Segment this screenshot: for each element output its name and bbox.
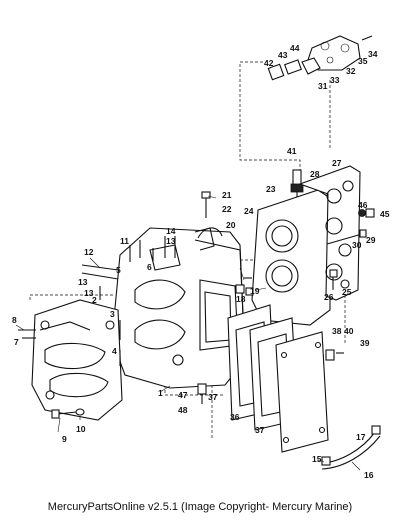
callout-12: 12 [84,247,94,257]
callout-36: 36 [230,412,240,422]
block-side-bolts [235,277,254,296]
part-callouts: 1 2 3 4 5 6 7 8 9 10 11 12 13 13 13 14 1… [12,43,390,480]
callout-39: 39 [360,338,370,348]
bottom-water-hose [321,425,381,470]
callout-40: 40 [344,326,354,336]
callout-19: 19 [250,286,260,296]
callout-26: 26 [324,292,334,302]
callout-42: 42 [264,58,274,68]
callout-32: 32 [346,66,356,76]
callout-2: 2 [92,295,97,305]
bottom-bolts [51,383,207,419]
callout-13c: 13 [166,236,176,246]
callout-31: 31 [318,81,328,91]
spark-plug [290,169,304,198]
exhaust-cover-plate [275,331,344,453]
callout-30: 30 [352,240,362,250]
callout-13a: 13 [78,277,88,287]
callout-35: 35 [358,56,368,66]
callout-24: 24 [244,206,254,216]
callout-27: 27 [332,158,342,168]
callout-23: 23 [266,184,276,194]
callout-34: 34 [368,49,378,59]
copyright-caption: MercuryPartsOnline v2.5.1 (Image Copyrig… [47,501,353,513]
callout-9: 9 [62,434,67,444]
callout-8: 8 [12,315,17,325]
callout-48: 48 [178,405,188,415]
callout-14: 14 [166,226,176,236]
callout-38: 38 [332,326,342,336]
callout-10: 10 [76,424,86,434]
callout-1: 1 [158,388,163,398]
callout-3: 3 [110,309,115,319]
callout-33: 33 [330,75,340,85]
callout-29: 29 [366,235,376,245]
leader-lines [15,195,361,471]
cylinder-head-bolts [326,208,375,290]
callout-11: 11 [120,236,129,246]
callout-25: 25 [342,287,352,297]
callout-21: 21 [222,190,232,200]
callout-7: 7 [14,337,19,347]
callout-28: 28 [310,169,320,179]
callout-13b: 13 [84,288,94,298]
callout-5: 5 [116,265,121,275]
callout-22: 22 [222,204,232,214]
callout-45: 45 [380,209,390,219]
callout-37b: 37 [255,425,265,435]
callout-47: 47 [178,390,188,400]
block-studs [81,240,154,366]
left-bolts [18,329,36,339]
callout-16: 16 [364,470,374,480]
callout-18: 18 [236,294,246,304]
callout-4: 4 [112,346,117,356]
thermostat-cover-assembly [267,35,373,81]
callout-6: 6 [147,262,152,272]
callout-17: 17 [356,432,366,442]
water-tube [194,191,215,251]
callout-43: 43 [278,50,288,60]
callout-41: 41 [287,146,297,156]
callout-37a: 37 [208,392,218,402]
cylinder-head [251,165,361,326]
callout-46: 46 [358,200,368,210]
callout-15: 15 [312,454,322,464]
cylinder-block [111,227,246,389]
callout-44: 44 [290,43,300,53]
exploded-parts-diagram: 1 2 3 4 5 6 7 8 9 10 11 12 13 13 13 14 1… [12,35,390,480]
crankcase-cover [31,299,123,421]
callout-20: 20 [226,220,236,230]
